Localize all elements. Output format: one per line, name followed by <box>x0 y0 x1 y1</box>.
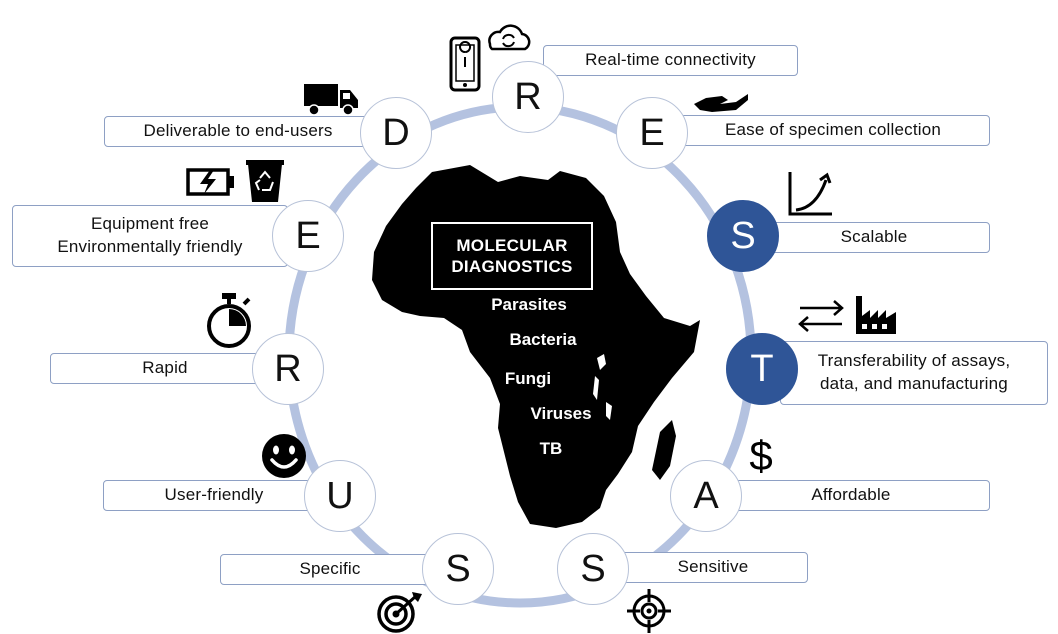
node-d-deliverable: D <box>360 97 432 169</box>
title-line-2: DIAGNOSTICS <box>451 257 573 276</box>
node-e-ease: E <box>616 97 688 169</box>
node-t-transferability: T <box>726 333 798 405</box>
label-equipment-line-2: Environmentally friendly <box>57 237 243 256</box>
label-affordable: Affordable <box>712 480 990 511</box>
pathogen-bacteria: Bacteria <box>509 330 577 349</box>
title-line-1: MOLECULAR <box>456 235 568 255</box>
smartphone-cloud-icon <box>449 24 531 92</box>
battery-recycle-icon <box>186 160 284 202</box>
pathogen-fungi: Fungi <box>504 369 552 388</box>
target-icon <box>377 592 422 633</box>
stopwatch-icon <box>207 293 251 348</box>
node-s-scalable: S <box>707 200 779 272</box>
crosshair-icon <box>627 589 671 633</box>
label-rapid: Rapid <box>50 353 280 384</box>
label-user-friendly: User-friendly <box>103 480 325 511</box>
label-scalable: Scalable <box>758 222 990 253</box>
dollar-icon: $ <box>749 432 772 478</box>
label-ease-of-specimen-collection: Ease of specimen collection <box>676 115 990 146</box>
smiley-icon <box>262 434 306 478</box>
node-r-rapid: R <box>252 333 324 405</box>
label-real-time-connectivity: Real-time connectivity <box>543 45 798 76</box>
truck-icon <box>304 84 358 116</box>
node-s-sensitive: S <box>557 533 629 605</box>
label-deliverable: Deliverable to end-users <box>104 116 372 147</box>
transfer-factory-icon <box>798 296 896 334</box>
node-e-equipment: E <box>272 200 344 272</box>
svg-text:$: $ <box>749 432 772 478</box>
label-equipment-environment: Equipment free Environmentally friendly <box>12 205 288 267</box>
pathogen-parasites: Parasites <box>491 295 567 314</box>
label-specific: Specific <box>220 554 440 585</box>
label-transferability: Transferability of assays, data, and man… <box>780 341 1048 405</box>
node-a-affordable: A <box>670 460 742 532</box>
label-transferability-line-2: data, and manufacturing <box>820 374 1008 393</box>
label-sensitive: Sensitive <box>618 552 808 583</box>
label-equipment-line-1: Equipment free <box>90 214 210 234</box>
pathogen-tb: TB <box>539 439 563 458</box>
growth-chart-icon <box>788 172 832 216</box>
label-transferability-line-1: Transferability of assays, <box>817 351 1011 371</box>
pathogen-viruses: Viruses <box>530 404 592 423</box>
hand-icon <box>694 94 748 112</box>
node-u-user-friendly: U <box>304 460 376 532</box>
node-r-real-time: R <box>492 61 564 133</box>
node-s-specific: S <box>422 533 494 605</box>
molecular-diagnostics-title: MOLECULAR DIAGNOSTICS <box>431 222 593 290</box>
